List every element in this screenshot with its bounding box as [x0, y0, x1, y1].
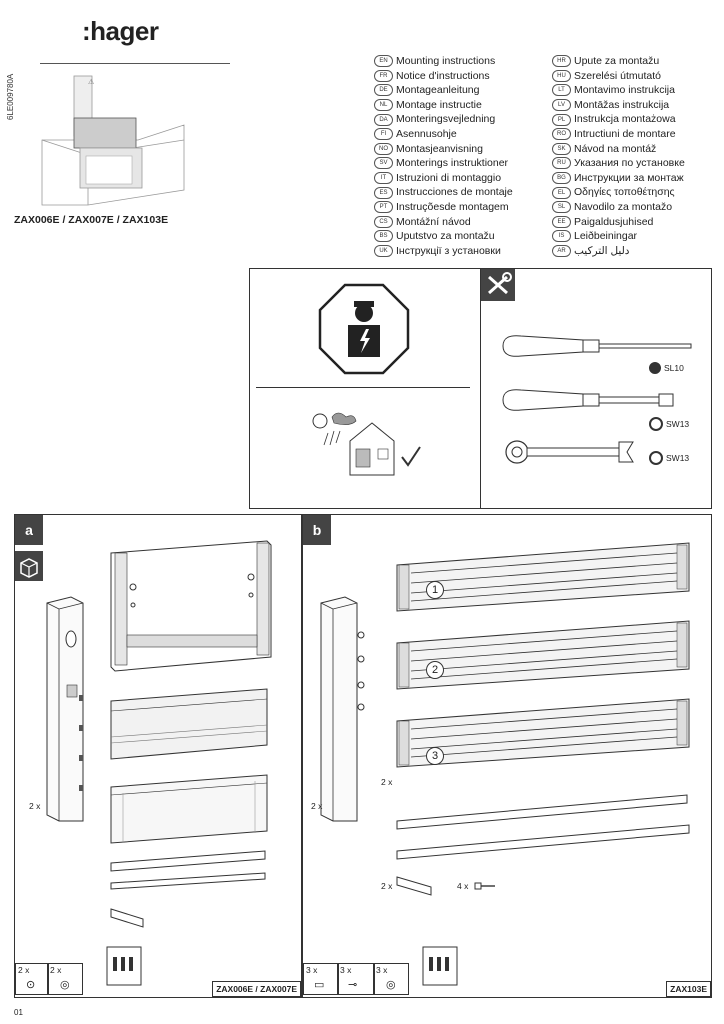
slot-head-icon [649, 362, 661, 374]
hex-socket-icon [649, 417, 663, 431]
indoor-use-icon [312, 412, 421, 476]
cover-panel-part [110, 688, 268, 760]
safety-divider [256, 387, 470, 388]
tool-sw13-wrench: SW13 [649, 451, 689, 465]
front-panel-part [110, 774, 268, 844]
top-rail-part [110, 850, 266, 872]
panel-b-label: b [303, 515, 331, 545]
document-code: 6LE009780A [6, 73, 15, 120]
electrician-warning-icon [318, 283, 410, 375]
tool-sl10: SL10 [649, 362, 684, 374]
tools-header [481, 269, 515, 301]
side-post-part [320, 596, 365, 822]
washer-icon: ◎ [386, 979, 396, 991]
side-post-count: 2 x [29, 801, 41, 811]
step-1-marker: 1 [426, 581, 444, 599]
open-box-icon [20, 558, 38, 578]
models-title: ZAX006E / ZAX007E / ZAX103E [14, 214, 169, 226]
tools-icon [488, 272, 512, 295]
wrench-icon [505, 440, 634, 464]
header-divider [40, 63, 230, 64]
safety-box [249, 268, 481, 509]
rail-frame-2 [396, 620, 690, 690]
hardware-bag-icon [422, 946, 458, 986]
panel-b: b 2 x 1 2 3 [302, 514, 712, 998]
unpack-box-header [15, 551, 43, 581]
screw-icon: ⊙ [26, 979, 36, 991]
part-box-bolt: 3 x ⊸ [337, 963, 375, 995]
rail-frame-3 [396, 698, 690, 768]
bolt-icon [474, 882, 495, 890]
spacer-block-part [110, 908, 144, 928]
spacer-block-part [396, 876, 432, 896]
bolt-count: 4 x [457, 881, 469, 891]
flat-rail-part [396, 824, 690, 860]
washer-icon: ◎ [60, 979, 70, 991]
svg-text:⚠: ⚠ [88, 78, 95, 86]
bolt-icon: ⊸ [348, 979, 358, 991]
hager-logo: :hager [82, 16, 159, 46]
back-plate-part [110, 540, 272, 672]
panel-a-models: ZAX006E / ZAX007E [212, 981, 301, 997]
hardware-bag-icon [106, 946, 142, 986]
panel-a-label: a [15, 515, 43, 545]
part-box-washer: 2 x ◎ [47, 963, 83, 995]
bottom-rail-part [110, 872, 266, 890]
part-box-washer: 3 x ◎ [373, 963, 409, 995]
panel-a: a 2 x [14, 514, 302, 998]
tools-box: SL10 SW13 SW13 [480, 268, 712, 509]
side-post-part [46, 596, 84, 822]
flat-screwdriver-icon [502, 335, 692, 357]
rail-frame-count: 2 x [381, 777, 393, 787]
page-number: 01 [14, 1008, 23, 1017]
part-box-screw: 2 x ⊙ [15, 963, 49, 995]
product-illustration: ⚠ [41, 75, 185, 206]
long-rail-part [396, 794, 688, 830]
nut-driver-icon [502, 389, 674, 411]
side-post-count: 2 x [311, 801, 323, 811]
step-3-marker: 3 [426, 747, 444, 765]
rail-frame-1 [396, 542, 690, 612]
tool-sw13-driver: SW13 [649, 417, 689, 431]
panel-b-models: ZAX103E [666, 981, 711, 997]
hex-socket-icon [649, 451, 663, 465]
part-box-sleeve: 3 x ▭ [303, 963, 339, 995]
spacer-count: 2 x [381, 881, 393, 891]
sleeve-icon: ▭ [314, 979, 325, 991]
step-2-marker: 2 [426, 661, 444, 679]
